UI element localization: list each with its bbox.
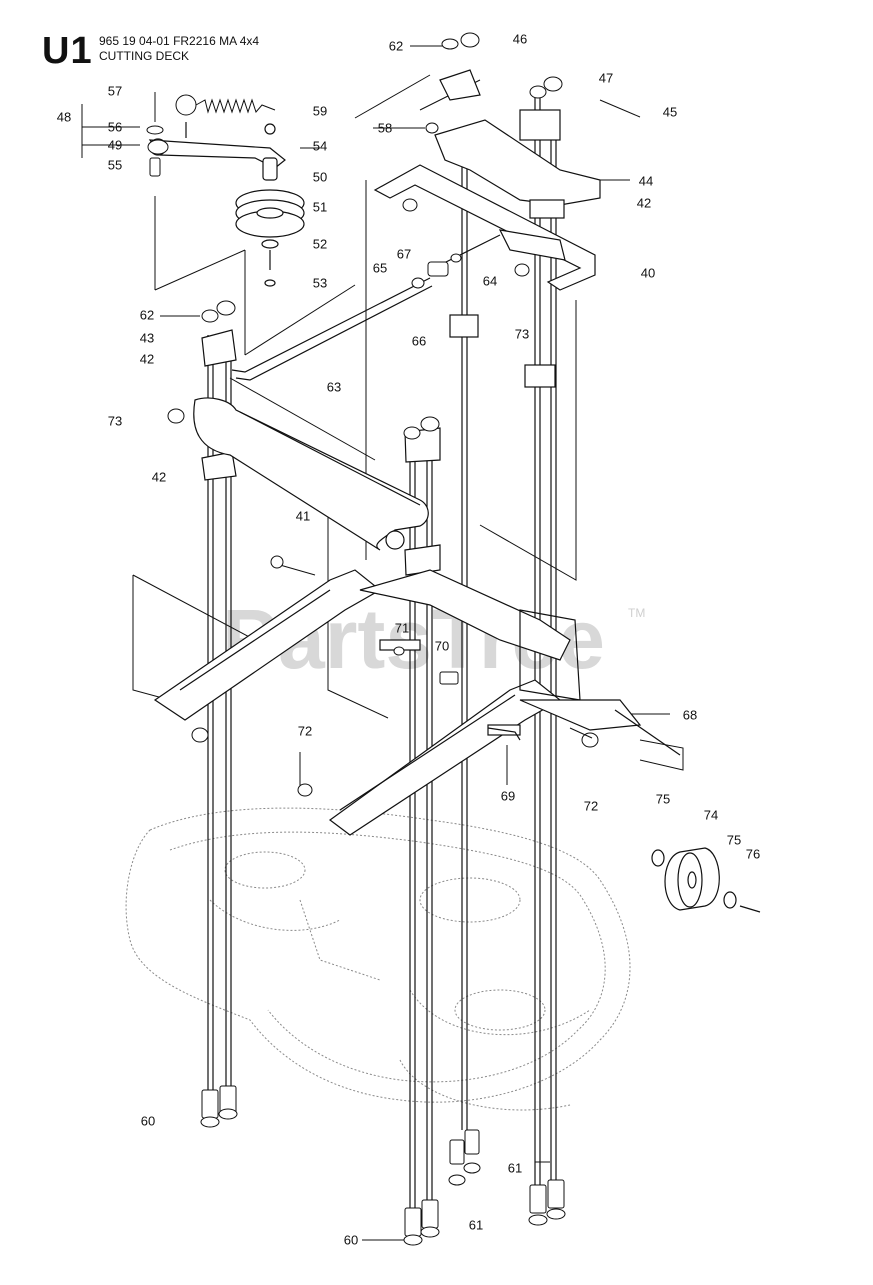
pin: [487, 727, 521, 741]
crank-arm: [193, 397, 429, 551]
part-label[interactable]: 64: [482, 273, 498, 289]
part-label[interactable]: 70: [434, 638, 450, 654]
part-label[interactable]: 62: [388, 38, 404, 54]
part-label[interactable]: 41: [295, 508, 311, 524]
part-label[interactable]: 42: [139, 351, 155, 367]
upper-shaft-assembly: [201, 69, 601, 576]
part-label[interactable]: 50: [312, 169, 328, 185]
section-code: U1: [42, 30, 93, 72]
part-label[interactable]: 69: [500, 788, 516, 804]
part-label[interactable]: 68: [682, 707, 698, 723]
watermark-tm: TM: [628, 606, 645, 620]
part-label[interactable]: 56: [107, 119, 123, 135]
cutting-deck-outline: [125, 807, 631, 1111]
part-label[interactable]: 73: [107, 413, 123, 429]
deck-roller: [651, 847, 761, 913]
part-label[interactable]: 75: [655, 791, 671, 807]
part-label[interactable]: 46: [512, 31, 528, 47]
part-label[interactable]: 61: [507, 1160, 523, 1176]
part-label[interactable]: 65: [372, 260, 388, 276]
part-label[interactable]: 52: [312, 236, 328, 252]
part-label[interactable]: 55: [107, 157, 123, 173]
part-label[interactable]: 59: [312, 103, 328, 119]
part-label[interactable]: 73: [514, 326, 530, 342]
part-label[interactable]: 49: [107, 137, 123, 153]
bolt-heads: [200, 1085, 566, 1246]
part-label[interactable]: 75: [726, 832, 742, 848]
part-label[interactable]: 71: [394, 620, 410, 636]
part-label[interactable]: 58: [377, 120, 393, 136]
part-label[interactable]: 53: [312, 275, 328, 291]
part-label[interactable]: 72: [583, 798, 599, 814]
part-label[interactable]: 43: [139, 330, 155, 346]
part-label[interactable]: 60: [343, 1232, 359, 1248]
tension-spring: [175, 94, 276, 116]
part-label[interactable]: 74: [703, 807, 719, 823]
part-label[interactable]: 67: [396, 246, 412, 262]
part-label[interactable]: 44: [638, 173, 654, 189]
lower-lift-arms: [153, 569, 681, 836]
model-code: 965 19 04-01 FR2216 MA 4x4: [99, 34, 260, 48]
callout-bracket: [81, 104, 140, 158]
leader-lines: [154, 45, 670, 1241]
part-label[interactable]: 47: [598, 70, 614, 86]
part-label[interactable]: 42: [636, 195, 652, 211]
part-label[interactable]: 66: [411, 333, 427, 349]
part-label[interactable]: 61: [468, 1217, 484, 1233]
part-label[interactable]: 45: [662, 104, 678, 120]
part-label[interactable]: 63: [326, 379, 342, 395]
part-label[interactable]: 54: [312, 138, 328, 154]
part-label[interactable]: 51: [312, 199, 328, 215]
small-fasteners: [146, 32, 599, 797]
idler-pulley: [235, 157, 305, 287]
part-label[interactable]: 62: [139, 307, 155, 323]
part-label[interactable]: 57: [107, 83, 123, 99]
part-label[interactable]: 48: [56, 109, 72, 125]
part-label[interactable]: 72: [297, 723, 313, 739]
part-label[interactable]: 76: [745, 846, 761, 862]
part-label[interactable]: 60: [140, 1113, 156, 1129]
section-title: CUTTING DECK: [99, 49, 189, 63]
part-label[interactable]: 40: [640, 265, 656, 281]
part-label[interactable]: 42: [151, 469, 167, 485]
